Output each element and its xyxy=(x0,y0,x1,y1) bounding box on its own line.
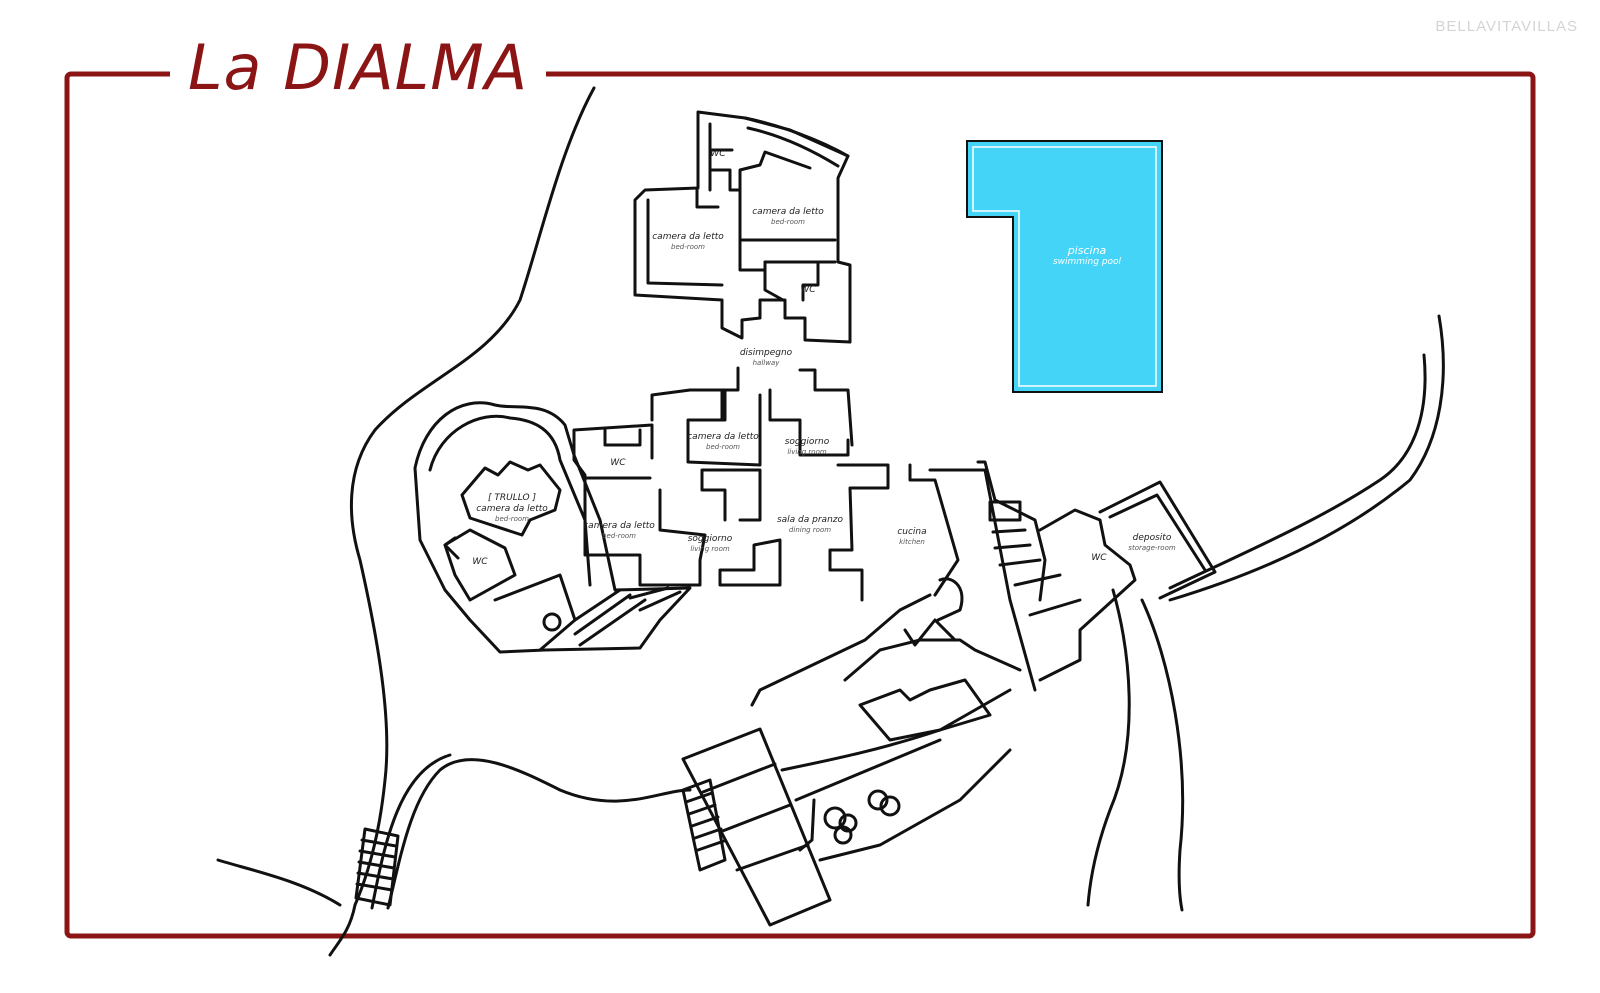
swimming-pool xyxy=(966,140,1163,393)
room-label: WC xyxy=(1091,553,1107,563)
right-curve-road xyxy=(1168,314,1445,602)
room-label-en: kitchen xyxy=(899,538,925,546)
tree-icon xyxy=(823,806,847,830)
room-label: WC xyxy=(800,285,816,295)
room-label-en: swimming pool xyxy=(1052,257,1122,267)
room-label: camera da letto xyxy=(476,504,548,514)
room-label-en: bed-room xyxy=(771,218,805,226)
tree-icon xyxy=(867,789,889,811)
room-label-en: bed-room xyxy=(671,243,705,251)
upper-block-walls xyxy=(633,110,852,344)
watermark: BELLAVITAVILLAS xyxy=(1435,18,1578,35)
trullo-area-walls xyxy=(413,401,692,654)
ramp-central xyxy=(681,727,832,927)
room-hallway: disimpegno hallway xyxy=(740,348,792,368)
center-block-walls xyxy=(650,388,850,467)
room-label-en: bed-room xyxy=(602,532,636,540)
room-bed-top-left: camera da letto bed-room xyxy=(652,232,724,252)
room-bed-left: camera da letto bed-room xyxy=(583,521,655,541)
room-label-en: dining room xyxy=(788,526,832,534)
room-label: disimpegno xyxy=(739,348,793,358)
trullo-well-circle xyxy=(542,612,562,632)
lower-path-curve-inner xyxy=(370,753,452,910)
stairs-right xyxy=(988,500,1082,617)
room-label: WC xyxy=(710,149,726,159)
room-label-en: hallway xyxy=(752,359,780,367)
room-label: WC xyxy=(472,557,488,567)
room-bed-center: camera da letto bed-room xyxy=(687,432,759,452)
map-title: La DIALMA xyxy=(170,28,547,108)
room-wc-trullo: WC xyxy=(472,557,487,567)
room-label: piscina xyxy=(1067,244,1107,257)
room-wc-mid: WC xyxy=(610,458,625,468)
room-label-en: bed-room xyxy=(706,443,740,451)
right-road-inner xyxy=(1086,588,1131,907)
stairs-central xyxy=(681,778,727,872)
room-label-en: living room xyxy=(690,545,730,553)
room-bed-trullo: [ TRULLO ] camera da letto bed-room xyxy=(476,493,548,524)
room-label: camera da letto xyxy=(752,207,824,217)
room-label-trullo: [ TRULLO ] xyxy=(488,493,536,503)
room-label: WC xyxy=(610,458,626,468)
room-bed-top-right: camera da letto bed-room xyxy=(752,207,824,227)
room-wc-right: WC xyxy=(1091,553,1106,563)
lower-path-left xyxy=(216,858,342,907)
room-label: soggiorno xyxy=(687,534,733,544)
room-label: soggiorno xyxy=(784,437,830,447)
room-label: camera da letto xyxy=(583,521,655,531)
garden-boundary-curve xyxy=(328,86,596,957)
room-kitchen: cucina kitchen xyxy=(897,527,926,547)
storage-room-walls xyxy=(1098,480,1217,600)
lower-path-curve xyxy=(386,758,692,910)
terrain-lines xyxy=(216,86,1445,957)
room-label: deposito xyxy=(1132,533,1172,543)
room-label-en: bed-room xyxy=(495,515,529,523)
room-living-lower: soggiorno living room xyxy=(688,534,733,554)
room-label-en: storage-room xyxy=(1128,544,1176,552)
room-label: sala da pranzo xyxy=(776,515,844,525)
right-road-outer xyxy=(1140,598,1185,912)
room-dining: sala da pranzo dining room xyxy=(777,515,843,535)
map-frame xyxy=(64,71,1536,939)
room-label: camera da letto xyxy=(687,432,759,442)
room-storage: deposito storage-room xyxy=(1128,533,1175,553)
room-pool: piscina swimming pool xyxy=(1053,244,1121,268)
room-label: cucina xyxy=(897,527,927,537)
stairs-left xyxy=(354,827,400,907)
room-living-center: soggiorno living room xyxy=(785,437,830,457)
room-wc-top: WC xyxy=(710,149,725,159)
room-wc-top-right: WC xyxy=(800,285,815,295)
room-label: camera da letto xyxy=(652,232,724,242)
room-label-en: living room xyxy=(787,448,827,456)
